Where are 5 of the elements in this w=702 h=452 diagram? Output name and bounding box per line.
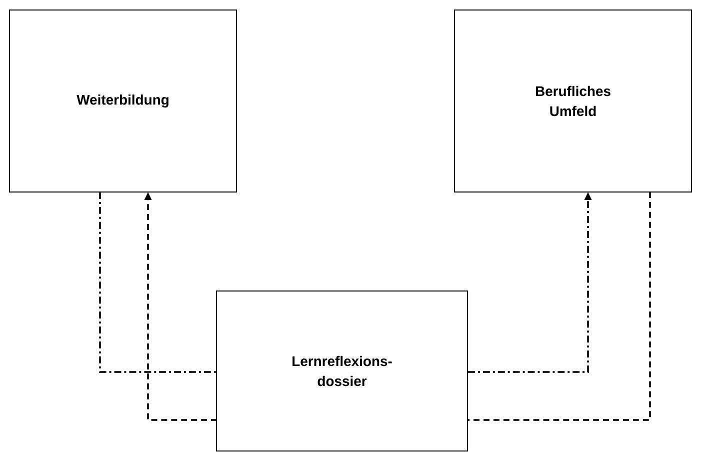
process-box: Berufliches Umfeld bbox=[454, 10, 692, 192]
connector bbox=[468, 192, 651, 421]
process-box: Weiterbildung bbox=[9, 10, 237, 192]
connector bbox=[99, 192, 217, 373]
process-box: Lernreflexions-dossier bbox=[216, 290, 468, 452]
